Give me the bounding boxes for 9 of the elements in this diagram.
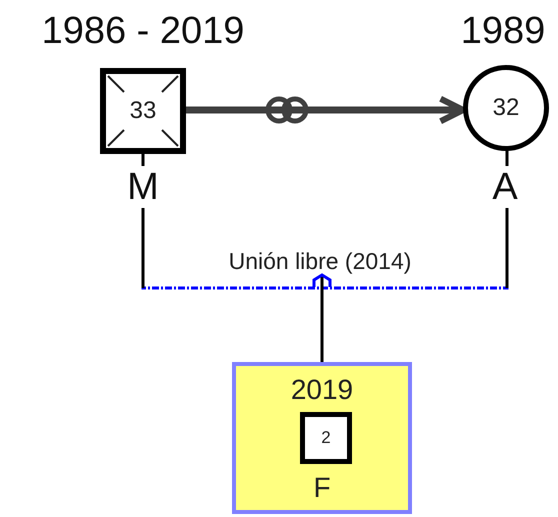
union-junction-arch [312,273,332,287]
age-label: 33 [130,97,156,125]
child-card [232,362,412,514]
male-square [300,412,352,464]
name-initial: F [312,474,332,502]
birth-year: 2019 [290,376,354,404]
deceased-male-square [100,68,186,154]
age-label: 2 [321,428,331,448]
age-label: 32 [492,94,520,122]
